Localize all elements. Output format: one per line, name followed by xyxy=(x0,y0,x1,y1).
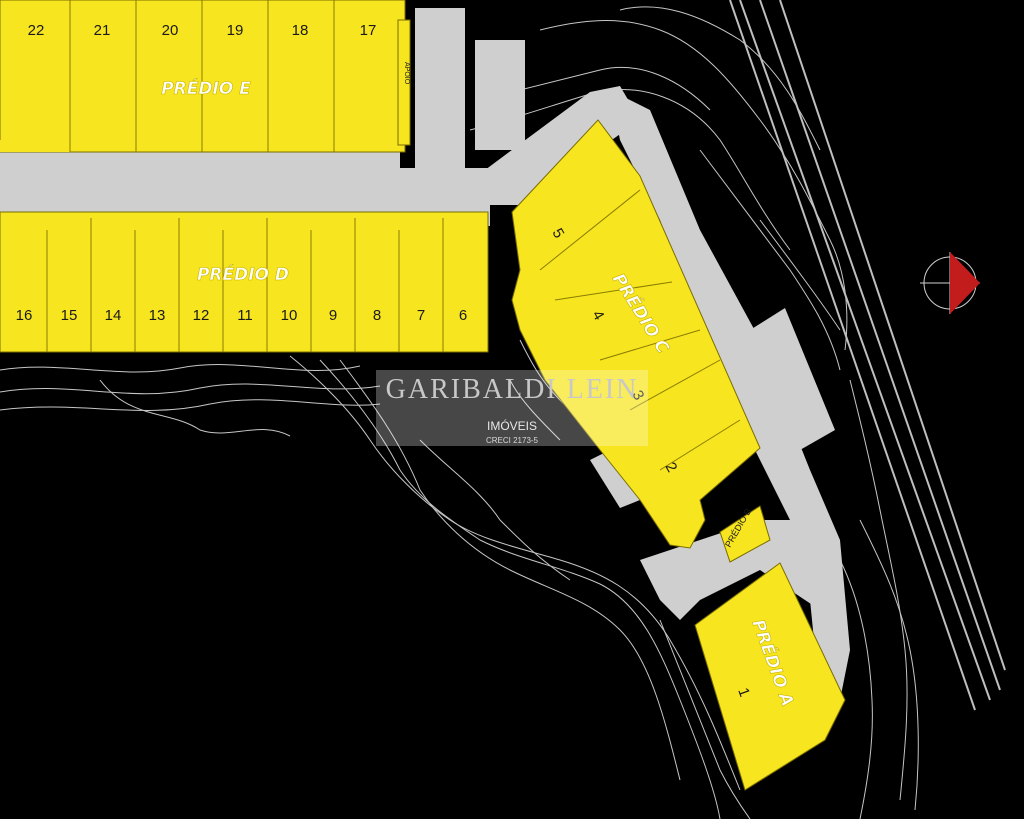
north-arrow-icon xyxy=(920,252,980,314)
unit-15: 15 xyxy=(61,307,78,324)
unit-8: 8 xyxy=(373,307,381,324)
unit-20: 20 xyxy=(162,22,179,39)
unit-12: 12 xyxy=(193,307,210,324)
annex-label: APOIO xyxy=(403,62,410,85)
unit-18: 18 xyxy=(292,22,309,39)
contour-lines xyxy=(0,6,919,819)
unit-7: 7 xyxy=(417,307,425,324)
unit-13: 13 xyxy=(149,307,166,324)
unit-9: 9 xyxy=(329,307,337,324)
watermark-subtitle: IMÓVEIS xyxy=(487,418,537,433)
utility-marker xyxy=(546,360,556,370)
building-e[interactable]: PRÉDIO E APOIO 22 21 20 19 18 17 xyxy=(0,0,411,153)
watermark-name: GARIBALDI LEIN xyxy=(386,374,639,405)
watermark: GARIBALDI LEIN IMÓVEIS CRECI 2173-5 xyxy=(376,370,648,446)
unit-16: 16 xyxy=(16,307,33,324)
highway xyxy=(729,0,1006,711)
unit-19: 19 xyxy=(227,22,244,39)
unit-10: 10 xyxy=(281,307,298,324)
unit-11: 11 xyxy=(237,307,253,324)
unit-6: 6 xyxy=(459,307,467,324)
building-d[interactable]: PRÉDIO D 16 15 14 13 12 11 10 9 8 7 6 xyxy=(0,211,489,353)
building-d-title: PRÉDIO D xyxy=(197,263,289,285)
building-c[interactable]: PRÉDIO C 5 4 3 2 xyxy=(511,119,761,549)
watermark-creci: CRECI 2173-5 xyxy=(486,436,539,445)
unit-14: 14 xyxy=(105,307,122,324)
unit-22: 22 xyxy=(28,22,45,39)
building-e-title: PRÉDIO E xyxy=(161,77,251,99)
unit-21: 21 xyxy=(94,22,111,39)
unit-17: 17 xyxy=(360,22,377,39)
building-a[interactable]: PRÉDIO A 1 xyxy=(694,562,846,791)
